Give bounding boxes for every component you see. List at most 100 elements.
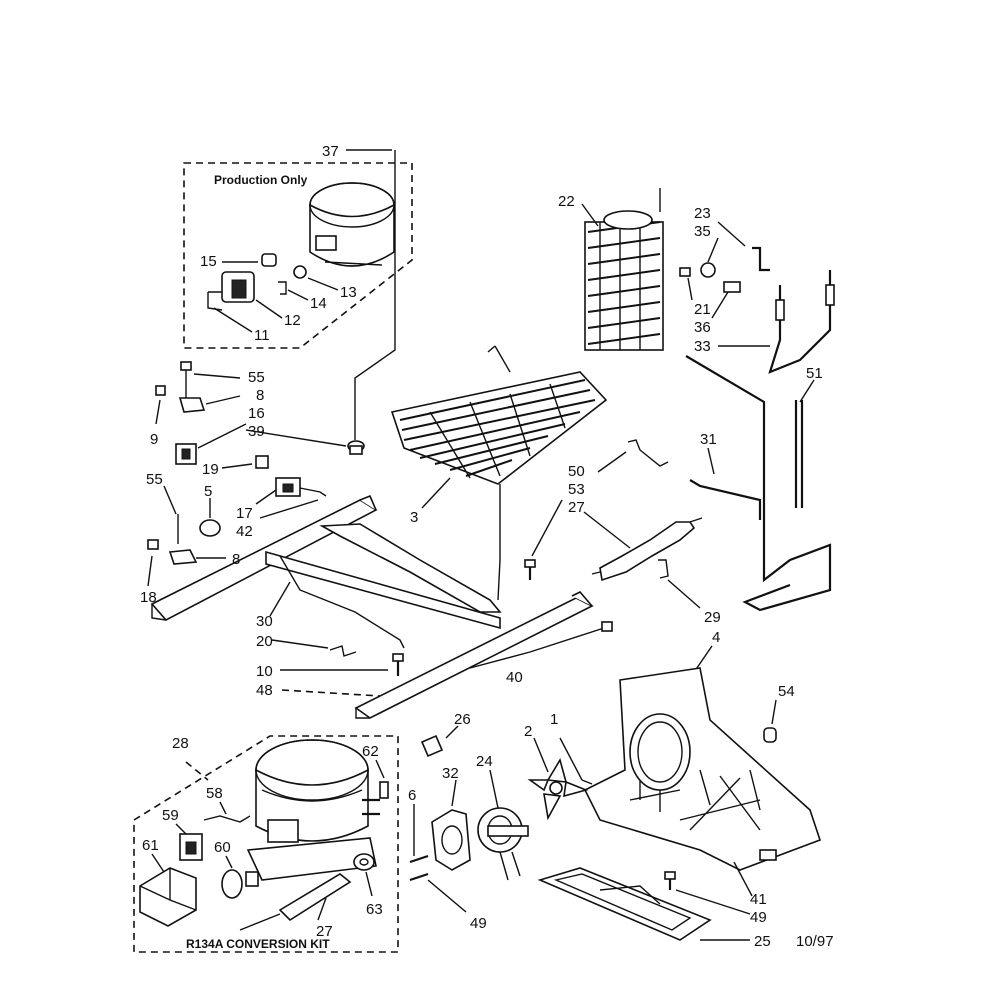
callout-22: 22 [558, 193, 575, 210]
callout-48: 48 [256, 682, 273, 699]
part-33-tube [768, 270, 832, 374]
tubing-31 [685, 355, 832, 612]
relay-part-12 [207, 271, 255, 311]
part-58 [203, 815, 251, 823]
callout-11: 11 [254, 327, 270, 344]
part-35 [700, 262, 716, 278]
screw-53 [524, 559, 536, 580]
callout-40: 40 [506, 669, 523, 686]
callout-12: 12 [284, 312, 301, 329]
callout-3: 3 [410, 509, 418, 526]
part-13 [293, 265, 307, 279]
part-8a [178, 397, 206, 413]
screw-49b [664, 871, 676, 890]
part-20 [329, 645, 357, 657]
frame-crossbar [319, 523, 502, 613]
callout-27a: 27 [568, 499, 585, 516]
callout-17: 17 [236, 505, 253, 522]
part-26 [420, 734, 444, 758]
callout-14: 14 [310, 295, 327, 312]
conversion-kit-box [133, 735, 399, 953]
callout-36: 36 [694, 319, 711, 336]
compressor-production [309, 182, 395, 267]
part-50 [627, 439, 669, 467]
grommet-39 [347, 440, 365, 455]
callout-26: 26 [454, 711, 471, 728]
callout-5: 5 [204, 483, 212, 500]
callout-51: 51 [806, 365, 823, 382]
callout-62: 62 [362, 743, 379, 760]
callout-8b: 8 [232, 551, 240, 568]
part-29 [658, 559, 669, 579]
frame-crossbar-30 [265, 550, 501, 649]
base-bracket-41 [583, 667, 822, 871]
callout-18: 18 [140, 589, 157, 606]
part-18 [147, 539, 159, 550]
callout-25: 25 [754, 933, 771, 950]
fan-motor-24 [477, 807, 529, 881]
callout-32: 32 [442, 765, 459, 782]
callout-6: 6 [408, 787, 416, 804]
drier-27b [239, 873, 352, 931]
screw-10 [392, 653, 404, 676]
callout-42: 42 [236, 523, 253, 540]
callout-28: 28 [172, 735, 189, 752]
callout-63: 63 [366, 901, 383, 918]
callout-4: 4 [712, 629, 720, 646]
callout-55a: 55 [248, 369, 265, 386]
part-9 [155, 385, 166, 396]
callout-9: 9 [150, 431, 158, 448]
screw-6 [409, 854, 429, 864]
part-63 [353, 853, 375, 871]
callout-20: 20 [256, 633, 273, 650]
callout-31: 31 [700, 431, 717, 448]
part-61 [139, 867, 197, 927]
production-only-box [183, 162, 413, 349]
part-19 [255, 455, 269, 469]
callout-39: 39 [248, 423, 265, 440]
drier-27a [591, 517, 703, 582]
callout-1: 1 [550, 711, 558, 728]
callout-29: 29 [704, 609, 721, 626]
callout-60: 60 [214, 839, 231, 856]
drain-pan-25 [537, 867, 712, 941]
motor-bracket-32 [431, 809, 471, 871]
callout-13: 13 [340, 284, 357, 301]
callout-27b: 27 [316, 923, 333, 940]
callout-23: 23 [694, 205, 711, 222]
condenser-coil-3 [390, 345, 608, 601]
callout-21: 21 [694, 301, 711, 318]
callout-58: 58 [206, 785, 223, 802]
callout-2: 2 [524, 723, 532, 740]
part-36 [723, 281, 741, 293]
callout-16: 16 [248, 405, 265, 422]
part-55a [180, 361, 192, 371]
part-14 [278, 281, 287, 295]
part-40-clip [601, 621, 613, 632]
callout-24: 24 [476, 753, 493, 770]
callout-49b: 49 [750, 909, 767, 926]
callout-33: 33 [694, 338, 711, 355]
callout-61: 61 [142, 837, 159, 854]
callout-8a: 8 [256, 387, 264, 404]
fan-blade-2 [527, 757, 589, 821]
callout-15: 15 [200, 253, 217, 270]
date-code: 10/97 [796, 933, 834, 950]
callout-10: 10 [256, 663, 273, 680]
callout-54: 54 [778, 683, 795, 700]
part-21 [679, 267, 691, 277]
evaporator-coil-22 [584, 188, 664, 351]
frame-rail-left [150, 494, 378, 622]
frame-rail-40 [354, 591, 594, 719]
screw-49a [409, 872, 429, 882]
callout-55b: 55 [146, 471, 163, 488]
conversion-kit-label: R134A CONVERSION KIT [186, 937, 330, 951]
callout-50: 50 [568, 463, 585, 480]
production-only-label: Production Only [214, 173, 308, 187]
part-60 [221, 869, 259, 899]
part-15 [261, 253, 277, 267]
part-62 [379, 781, 389, 799]
callout-41: 41 [750, 891, 767, 908]
